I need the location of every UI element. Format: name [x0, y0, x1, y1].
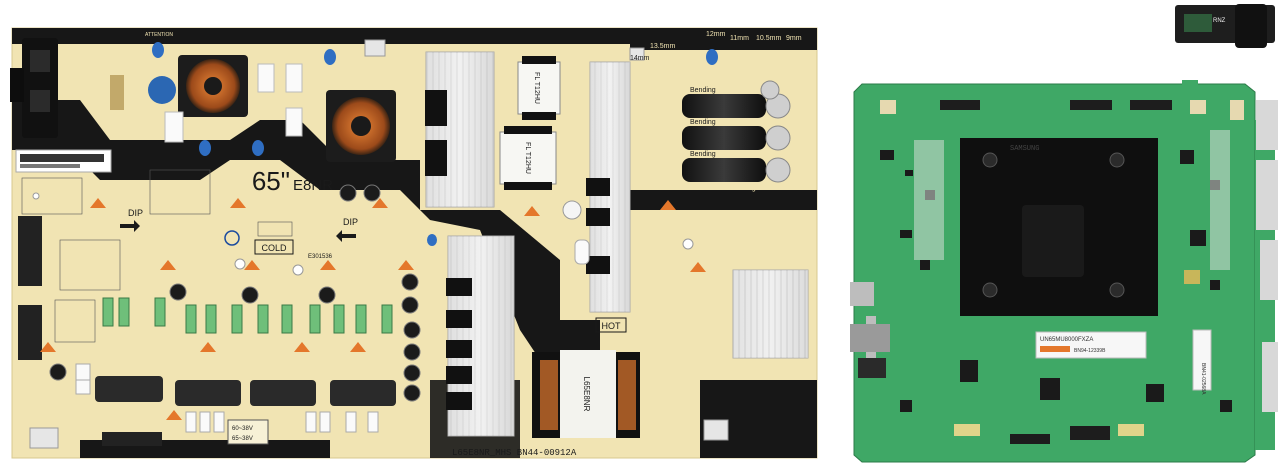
mm-label-1: 13.5mm: [650, 43, 675, 50]
dip-label-right: DIP: [343, 217, 358, 227]
emi-coil-2: [326, 90, 396, 162]
output-heatsink: [732, 269, 809, 359]
panel-size-label: 65": [252, 166, 290, 196]
main-board-connectors: [850, 100, 1278, 444]
transformer-top-2-label: FL T12HU: [524, 142, 531, 174]
mm-label-4: 11mm: [730, 35, 749, 42]
mm-label-6: 9mm: [786, 35, 802, 42]
model-sticker-text: UN65MU8000FXZA: [1040, 337, 1093, 343]
secondary-heatsink: [586, 61, 631, 313]
led-driver-caps: [49, 184, 421, 402]
fuse: [110, 75, 124, 110]
volt-label-2: 65~38V: [232, 436, 253, 442]
varistor: [148, 76, 176, 104]
ac-input-connector: [10, 38, 58, 138]
mm-label-5: 10.5mm: [756, 35, 781, 42]
wifi-module: RNZ: [1175, 4, 1275, 48]
dip-label-left: DIP: [128, 208, 143, 218]
bending-label-4: Bending: [730, 185, 756, 192]
bending-label-3: Bending: [690, 151, 716, 158]
power-supply-board: FL T12HU FL T12HU: [10, 27, 818, 459]
shield-text: SAMSUNG: [1010, 145, 1039, 153]
cold-zone-label: COLD: [254, 239, 294, 255]
main-transformer-label: L65E8NR: [582, 377, 591, 412]
primary-trace-region: [12, 100, 600, 360]
attention-label: ATTENTION: [145, 32, 173, 38]
hot-zone-label: HOT: [595, 317, 627, 333]
bending-label-1: Bending: [690, 87, 716, 94]
output-inductors: [95, 376, 396, 406]
mounting-holes: [32, 192, 694, 276]
model-suffix-label: E8NR: [293, 177, 333, 194]
board-part-number: L65E8NR_MHS BN44-00912A: [452, 448, 577, 458]
output-capacitors: [682, 80, 791, 183]
volt-rating-box: 60~38V 65~38V: [227, 419, 269, 445]
barcode-sticker: [15, 149, 112, 173]
mm-label-2: 14mm: [630, 55, 650, 62]
mm-label-3: 12mm: [706, 31, 726, 38]
side-sticker-text: BN41-02568A: [1200, 363, 1206, 395]
board-connectors: [18, 39, 729, 449]
sticker-code-text: BN94-12339B: [1074, 348, 1106, 354]
wifi-module-label: RNZ: [1213, 18, 1226, 24]
pin-spacing-labels: 13.5mm 14mm 12mm 11mm 10.5mm 9mm Bending…: [630, 31, 802, 192]
pfc-heatsink: [446, 235, 515, 437]
green-inductors: [102, 297, 393, 334]
y-capacitors: [152, 42, 718, 246]
hazard-markers: [40, 198, 706, 420]
chip-shield: SAMSUNG: [960, 138, 1158, 316]
top-trace-band: [12, 28, 817, 44]
cold-text: COLD: [261, 243, 287, 253]
dip-marker-right: DIP: [336, 217, 358, 242]
main-transformer: L65E8NR: [532, 350, 640, 438]
silkscreen-tables: [21, 169, 293, 343]
samsung-logo-icon: [224, 230, 240, 246]
transformer-top-1-label: FL T12HU: [533, 72, 540, 104]
primary-heatsink: [425, 51, 495, 208]
model-sticker: UN65MU8000FXZA BN94-12339B: [1035, 331, 1147, 359]
bending-label-2: Bending: [690, 119, 716, 126]
volt-label-1: 60~38V: [232, 426, 253, 432]
transformer-top-1: FL T12HU: [517, 56, 561, 120]
transformer-top-2: FL T12HU: [499, 126, 557, 190]
side-sticker: BN41-02568A: [1192, 329, 1212, 395]
dip-marker-left: DIP: [120, 208, 143, 232]
ceramic-resistors: [75, 239, 590, 433]
ul-code: E301536: [308, 254, 333, 260]
hot-text: HOT: [602, 321, 622, 331]
main-logic-board: SAMSUNG UN65MU8000FXZA BN94-12339B: [850, 80, 1278, 463]
via-pattern: [914, 130, 1230, 270]
emi-coil-1: [178, 55, 248, 117]
